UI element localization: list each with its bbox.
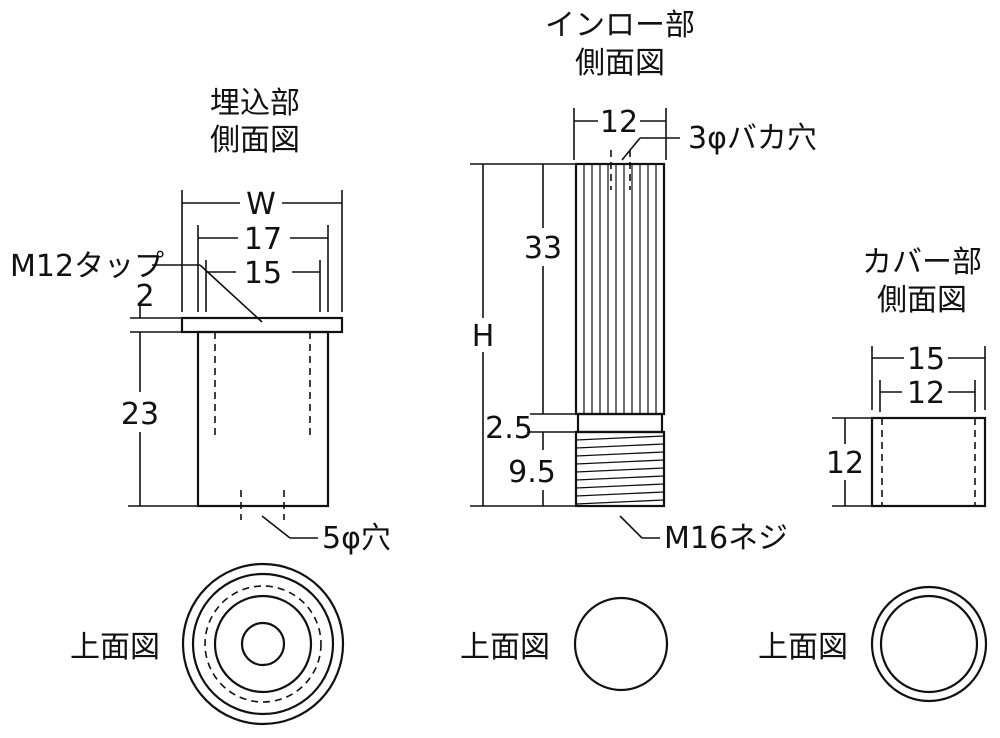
callout-m12-tap: M12タップ: [10, 249, 164, 284]
embed-top-ring: [191, 572, 335, 716]
cover-body: [870, 416, 987, 508]
dim-2-5: 2.5: [485, 411, 533, 446]
inlo-thread-lines: [575, 435, 665, 505]
embed-top-outer: [181, 562, 345, 726]
dim-33: 33: [524, 231, 562, 266]
inlo-title-line1: インロー部: [545, 8, 695, 43]
embed-title-line1: 埋込部: [210, 86, 300, 121]
dim-2: 2: [135, 279, 154, 314]
callout-m16-screw: M16ネジ: [664, 521, 788, 556]
hole3-leader-diag: [621, 137, 641, 161]
dim-17: 17: [244, 222, 282, 257]
dim-15: 15: [244, 256, 282, 291]
embed-title-line2: 側面図: [210, 123, 300, 158]
cover-part-view: カバー部 側面図 15 12 12 上面図: [758, 245, 988, 703]
inlo-thread: [574, 430, 666, 508]
dim-h: H: [472, 319, 495, 354]
embed-body: [196, 330, 330, 508]
inlo-part-view: インロー部 側面図 12 3φバカ穴: [460, 8, 817, 692]
dim-9-5: 9.5: [508, 455, 556, 490]
dim-cover-height-12: 12: [826, 446, 864, 481]
inlo-neck: [576, 412, 664, 434]
cover-top-view-label: 上面図: [758, 630, 848, 665]
dim-23: 23: [121, 397, 159, 432]
dim-cover-15: 15: [907, 342, 945, 377]
cover-title-line2: 側面図: [877, 283, 967, 318]
cover-top-inner: [879, 594, 979, 694]
embed-part-view: 埋込部 側面図 W 17 15 M12タップ 2: [10, 86, 391, 726]
inlo-ribbed-body: [574, 162, 666, 416]
embed-top-view-label: 上面図: [70, 630, 160, 665]
embed-top-hidden: [204, 585, 322, 703]
hole5-leader-diag: [261, 515, 291, 539]
screw-leader-diag: [619, 515, 643, 539]
callout-5-hole: 5φ穴: [322, 521, 391, 556]
embed-top-tap: [213, 594, 313, 694]
dim-cover-12: 12: [907, 376, 945, 411]
dim-inlo-12: 12: [600, 105, 638, 140]
inlo-top-view-label: 上面図: [460, 630, 550, 665]
embed-top-hole: [240, 621, 286, 667]
cover-top-outer: [870, 585, 988, 703]
dim-w: W: [246, 187, 276, 222]
inlo-ribs: [583, 164, 657, 414]
embed-flange: [180, 316, 344, 334]
inlo-title-line2: 側面図: [575, 46, 665, 81]
inlo-top-circle: [573, 596, 669, 692]
cover-title-line1: カバー部: [862, 245, 982, 280]
callout-3-hole: 3φバカ穴: [688, 121, 817, 156]
tap-leader-diag: [199, 264, 263, 323]
